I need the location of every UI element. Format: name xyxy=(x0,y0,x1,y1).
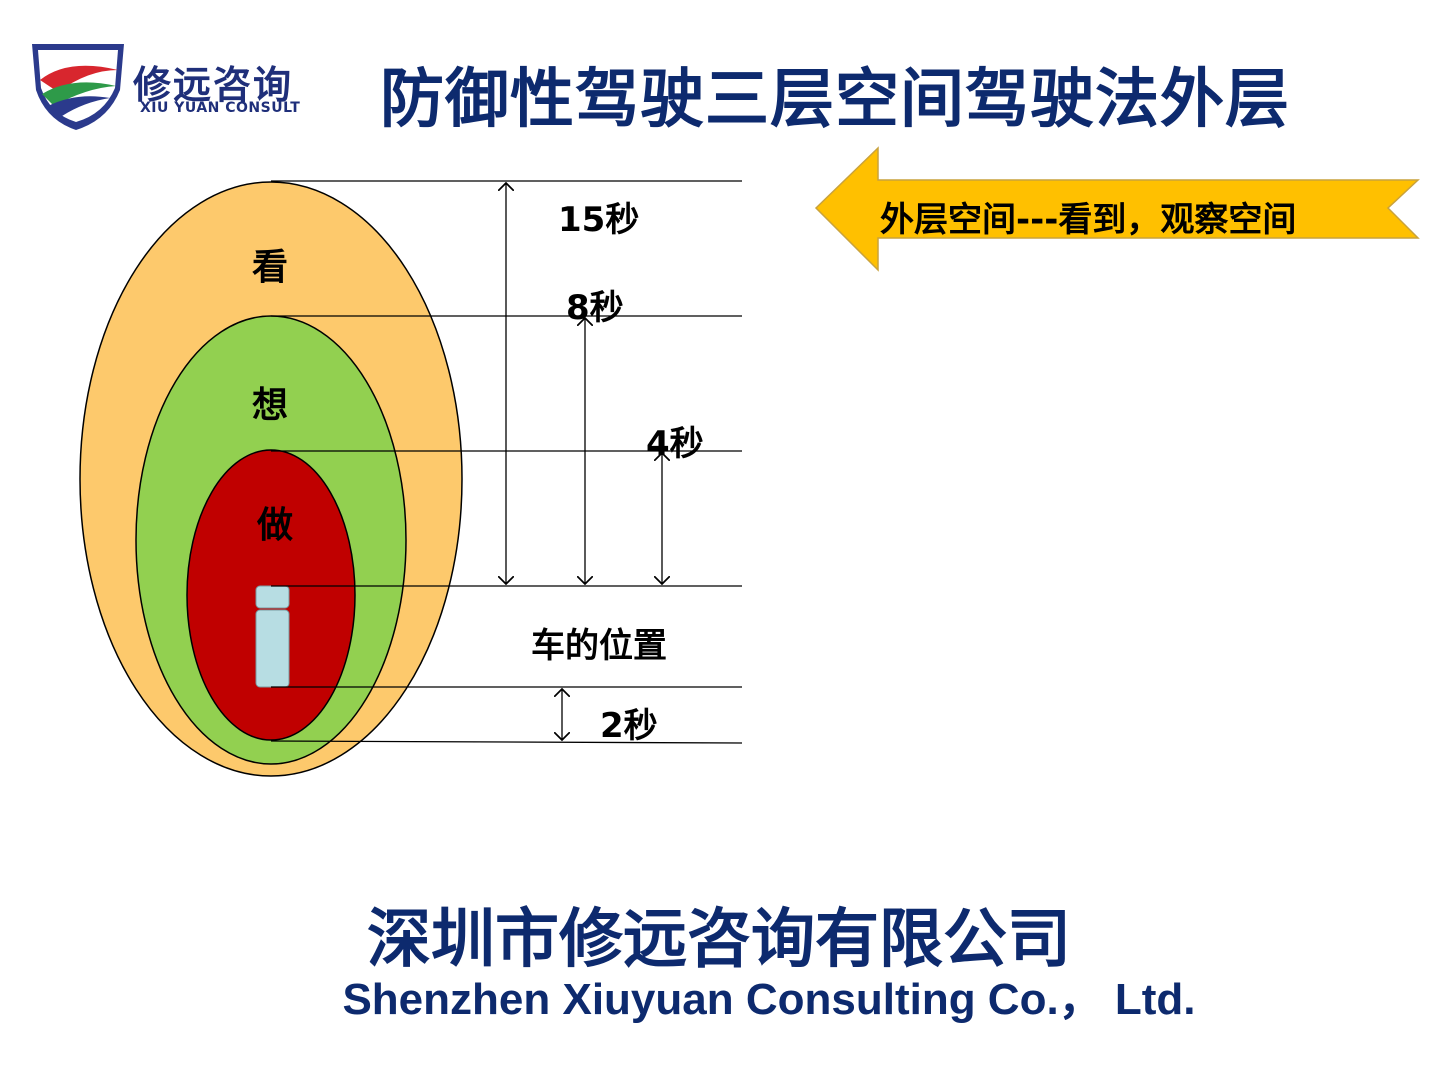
logo-name-cn: 修远咨询 xyxy=(133,63,294,107)
zone-label-think: 想 xyxy=(252,385,289,426)
car-body xyxy=(255,585,290,609)
logo-name-en: XIU YUAN CONSULT xyxy=(140,100,301,116)
callout-text: 外层空间---看到，观察空间 xyxy=(880,200,1297,240)
company-name-en: Shenzhen Xiuyuan Consulting Co.， Ltd. xyxy=(342,975,1196,1024)
callout-arrow-icon xyxy=(814,146,1420,272)
zone-label-do: 做 xyxy=(257,505,294,546)
diagram-svg xyxy=(79,180,743,777)
three-layer-diagram: 看 想 做 15秒 8秒 4秒 车的位置 2秒 xyxy=(0,140,800,800)
zone-label-look: 看 xyxy=(252,247,289,288)
company-name-cn: 深圳市修远咨询有限公司 xyxy=(367,903,1071,977)
time-label-15s: 15秒 xyxy=(558,200,640,240)
company-logo: 修远咨询 XIU YUAN CONSULT xyxy=(28,40,328,132)
time-label-4s: 4秒 xyxy=(646,424,704,464)
logo-shield-icon xyxy=(32,44,124,130)
page-title: 防御性驾驶三层空间驾驶法外层 xyxy=(380,63,1290,137)
time-label-2s: 2秒 xyxy=(600,706,658,746)
car-cabin xyxy=(255,609,290,688)
time-label-8s: 8秒 xyxy=(566,288,624,328)
car-position-label: 车的位置 xyxy=(531,626,667,666)
